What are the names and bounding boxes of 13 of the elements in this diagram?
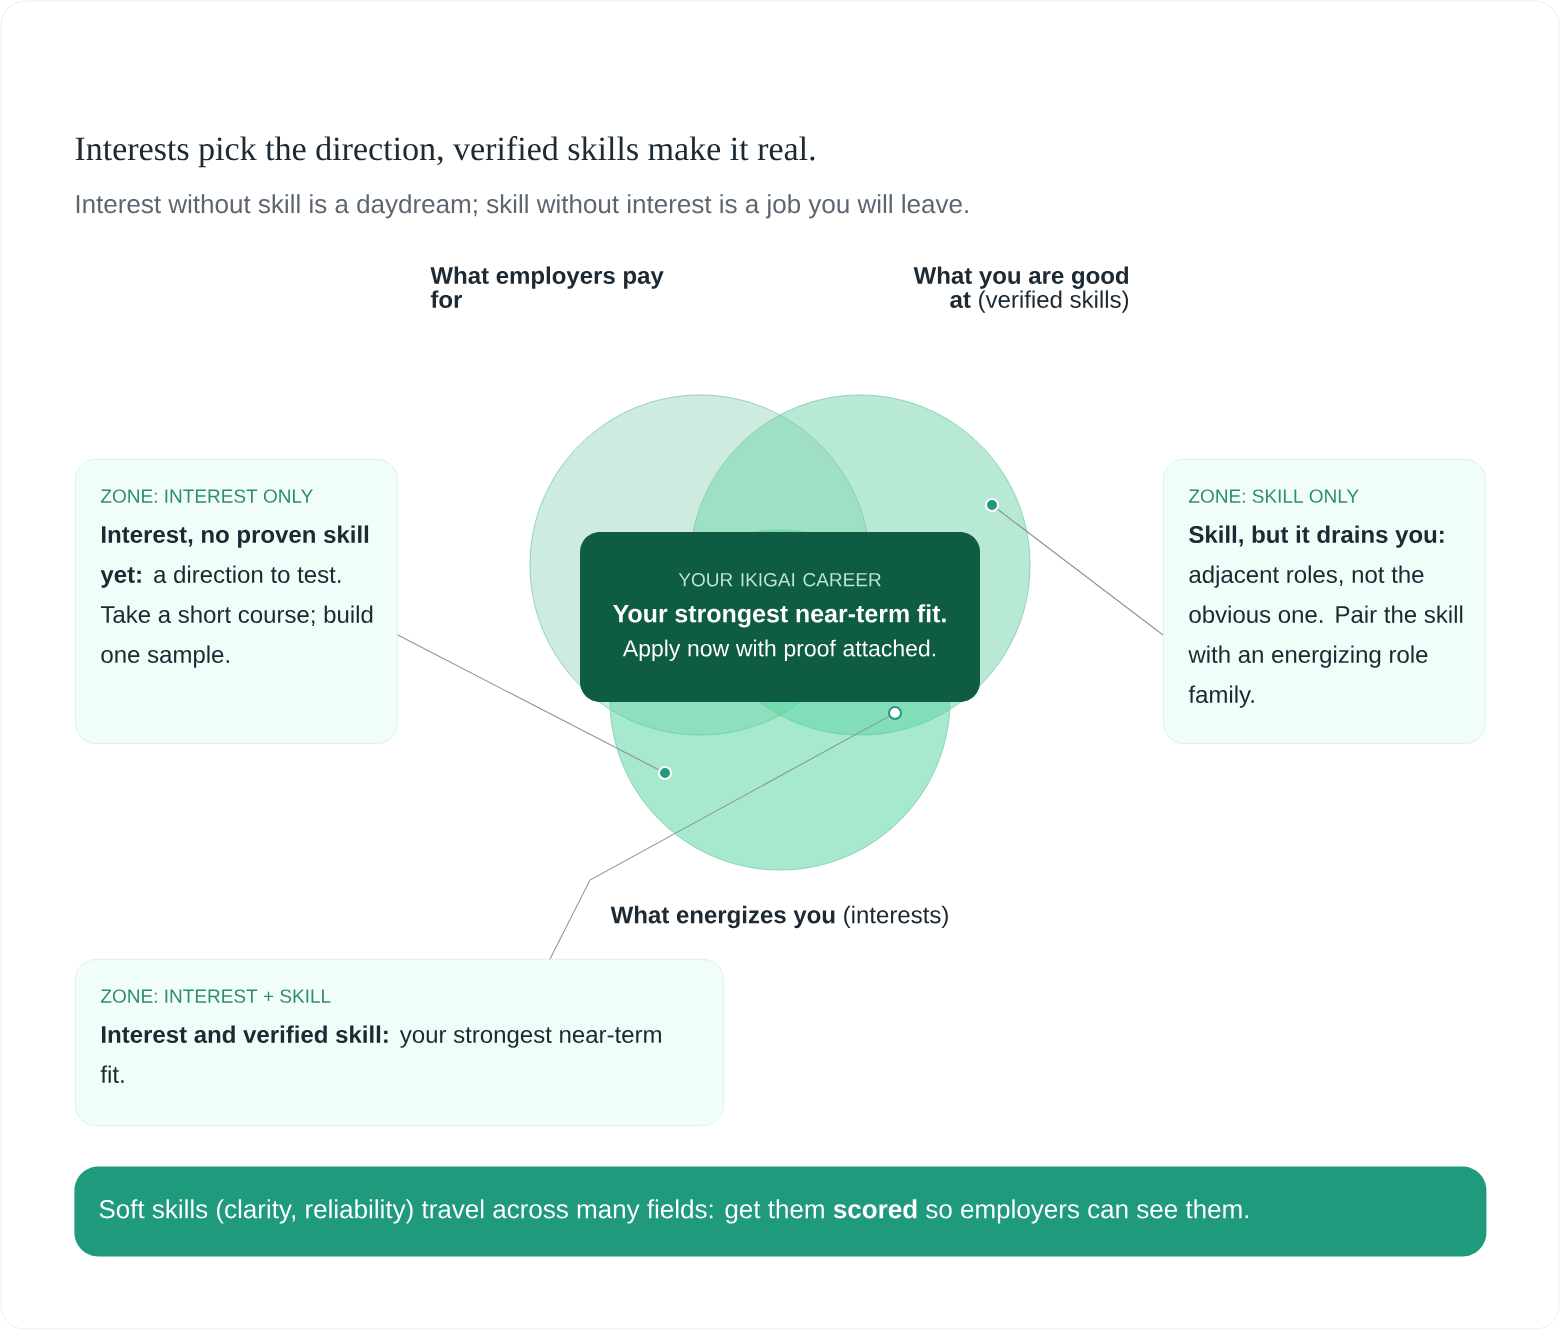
circle-label: What energizes you (interests) <box>610 905 948 929</box>
circle-label: What you are good at (verified skills) <box>913 266 1129 313</box>
zone-card: ZONE: INTEREST ONLY Interest, no proven skill yet: a direction to test. Take a short course; build one sample. <box>75 459 398 744</box>
leader-line <box>997 508 1164 636</box>
leader-line <box>549 715 890 960</box>
title: Interests pick the direction, verified skills make it real. <box>75 136 815 168</box>
career-box: YOUR IKIGAI CAREER Your strongest near-term fit. Apply now with proof attached. <box>580 532 980 702</box>
zone-card: ZONE: INTEREST + SKILL Interest and verified skill: your strongest near-term fit. <box>75 959 724 1126</box>
subtitle: Interest without skill is a daydream; skill without interest is a job you will leave. <box>76 194 968 219</box>
tip-banner: Soft skills (clarity, reliability) travel across many fields: get them scored so employers can see them. <box>74 1166 1487 1257</box>
leader-line <box>397 634 660 771</box>
circle-label: What employers pay for <box>430 266 664 308</box>
zone-card: ZONE: SKILL ONLY Skill, but it drains you: adjacent roles, not the obvious one. Pair the skill with an energizing role family. <box>1163 459 1486 744</box>
